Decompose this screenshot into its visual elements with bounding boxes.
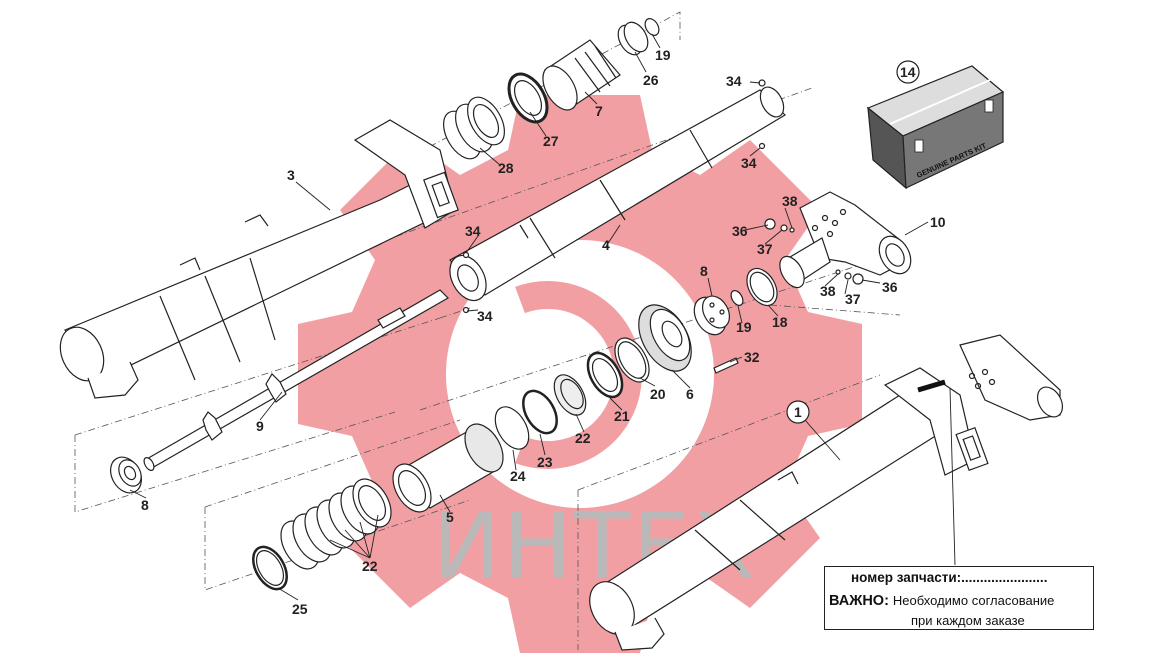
part-18-o-ring xyxy=(746,267,778,307)
part-8-piston-end-upper xyxy=(693,295,731,336)
centerlines xyxy=(74,11,901,650)
part-23-ring xyxy=(522,389,558,435)
part-22-ring-upper xyxy=(553,374,587,416)
callout-4: 4 xyxy=(602,237,610,253)
callout-7: 7 xyxy=(595,103,603,119)
callout-25: 25 xyxy=(292,601,308,617)
callout-21: 21 xyxy=(614,408,630,424)
part-27-wear-ring xyxy=(507,72,549,124)
callout-24: 24 xyxy=(510,468,526,484)
callout-22: 22 xyxy=(575,430,591,446)
callout-34: 34 xyxy=(477,308,493,324)
part-9-inner-rod xyxy=(143,289,449,471)
part-14-parts-kit-box: GENUINE PARTS KIT xyxy=(866,65,1005,190)
callout-1-circle xyxy=(786,400,810,424)
part-10-rod-eye xyxy=(779,191,912,289)
callout-36: 36 xyxy=(882,279,898,295)
important-line2: при каждом заказе xyxy=(911,613,1025,628)
callout-14: 14 xyxy=(900,64,916,80)
part-22-seal-stack xyxy=(280,478,392,570)
callout-38: 38 xyxy=(782,193,798,209)
callout-8: 8 xyxy=(700,263,708,279)
important-line1: Необходимо согласование xyxy=(892,593,1055,608)
callout-27: 27 xyxy=(543,133,559,149)
callout-5: 5 xyxy=(446,509,454,525)
important-label: ВАЖНО: xyxy=(829,593,889,609)
callout-19: 19 xyxy=(655,47,671,63)
part-28-seal-rings xyxy=(443,96,505,160)
callout-8: 8 xyxy=(141,497,149,513)
callout-19: 19 xyxy=(736,319,752,335)
part-24-ring xyxy=(494,406,530,450)
callout-37: 37 xyxy=(845,291,861,307)
part-6-piston xyxy=(638,304,692,372)
callout-34: 34 xyxy=(741,155,757,171)
part-19-seal-middle xyxy=(730,290,744,306)
part-32-bolt xyxy=(713,357,739,374)
callout-38: 38 xyxy=(820,283,836,299)
callout-20: 20 xyxy=(650,386,666,402)
part-19-seal-top xyxy=(644,18,660,36)
callout-14-circle xyxy=(896,60,920,84)
callout-23: 23 xyxy=(537,454,553,470)
callout-34: 34 xyxy=(726,73,742,89)
part-26-snap-rings xyxy=(617,21,649,56)
part-5-gland xyxy=(392,423,504,513)
part-25-snap-ring xyxy=(252,545,288,591)
part-8-end-plug-lower xyxy=(109,456,143,494)
callout-1: 1 xyxy=(794,404,802,420)
callout-22: 22 xyxy=(362,558,378,574)
callout-34: 34 xyxy=(465,223,481,239)
callout-9: 9 xyxy=(256,418,264,434)
part-20-ring xyxy=(614,337,650,383)
part-21-ring xyxy=(586,351,624,399)
part-7-gland-bushing xyxy=(542,39,621,111)
part-4-piston-rod xyxy=(449,86,786,302)
callout-18: 18 xyxy=(772,314,788,330)
callout-32: 32 xyxy=(744,349,760,365)
part-number-dots: ....................... xyxy=(961,570,1048,585)
callout-10: 10 xyxy=(930,214,946,230)
callout-26: 26 xyxy=(643,72,659,88)
part-3-cylinder-tube xyxy=(59,119,459,399)
callouts: 3 28 27 7 26 19 34 34 14 38 36 37 10 34 … xyxy=(141,47,946,617)
part-number-row: номер запчасти:....................... xyxy=(851,570,1047,585)
callout-6: 6 xyxy=(686,386,694,402)
callout-28: 28 xyxy=(498,160,514,176)
callout-3: 3 xyxy=(287,167,295,183)
part-1-cylinder-assembly xyxy=(589,334,1064,651)
order-info-box: номер запчасти:....................... В… xyxy=(824,566,1094,630)
watermark: ИНТЕХ xyxy=(298,95,862,653)
callout-37: 37 xyxy=(757,241,773,257)
callout-36: 36 xyxy=(732,223,748,239)
part-number-label: номер запчасти: xyxy=(851,570,962,585)
parts-36-37-38-fittings-lower xyxy=(835,269,864,285)
important-row: ВАЖНО:Необходимо согласование xyxy=(829,593,1054,609)
leader-lines xyxy=(129,33,956,601)
